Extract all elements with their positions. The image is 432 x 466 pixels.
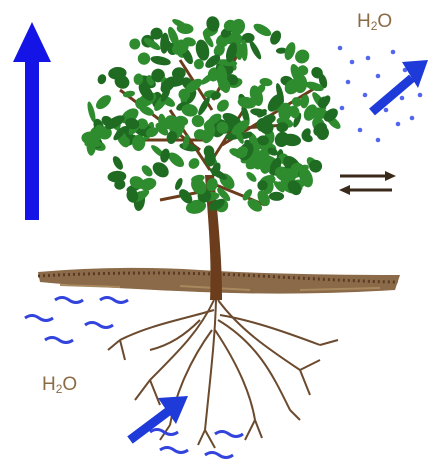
- tree-canopy: [81, 15, 343, 216]
- vapor-dot: [376, 74, 381, 79]
- label-rest: O: [62, 374, 77, 395]
- evaporation-arrow-icon: [372, 60, 428, 112]
- label-base: H: [357, 11, 371, 32]
- leaf: [215, 97, 232, 114]
- leaf: [93, 92, 113, 111]
- leaf: [269, 192, 284, 201]
- vapor-dot: [366, 56, 371, 61]
- leaf: [150, 159, 172, 180]
- vapor-dot: [400, 96, 405, 101]
- vapor-dot: [358, 128, 363, 133]
- vapor-dot: [346, 80, 351, 85]
- leaf: [250, 107, 268, 117]
- vapor-dot: [338, 46, 343, 51]
- leaf: [135, 50, 152, 67]
- leaf: [248, 39, 264, 60]
- upward-arrow-icon: [13, 22, 51, 220]
- vapor-dot: [396, 122, 401, 127]
- leaf: [127, 36, 142, 51]
- vapor-dot: [418, 93, 423, 98]
- leaf: [122, 90, 135, 99]
- leaf: [140, 163, 155, 178]
- leaf: [292, 47, 312, 67]
- vapor-dot: [350, 60, 355, 65]
- leaf: [111, 154, 125, 171]
- leaf: [150, 54, 172, 66]
- vapor-dot: [340, 106, 345, 111]
- soil-water-label: H2O: [42, 375, 77, 395]
- vapor-dot: [363, 93, 368, 98]
- vapor-dot: [391, 50, 396, 55]
- water-vapor-dots: [338, 46, 423, 143]
- leaf: [173, 177, 184, 191]
- leaf: [186, 156, 201, 171]
- vapor-dot: [376, 138, 381, 143]
- air-water-label: H2O: [357, 12, 392, 32]
- gas-exchange-arrows-icon: [339, 171, 396, 195]
- vapor-dot: [384, 108, 389, 113]
- label-base: H: [42, 374, 56, 395]
- leaf: [252, 21, 274, 38]
- label-rest: O: [377, 11, 392, 32]
- leaf: [245, 170, 259, 184]
- vapor-dot: [410, 116, 415, 121]
- leaf: [96, 73, 107, 86]
